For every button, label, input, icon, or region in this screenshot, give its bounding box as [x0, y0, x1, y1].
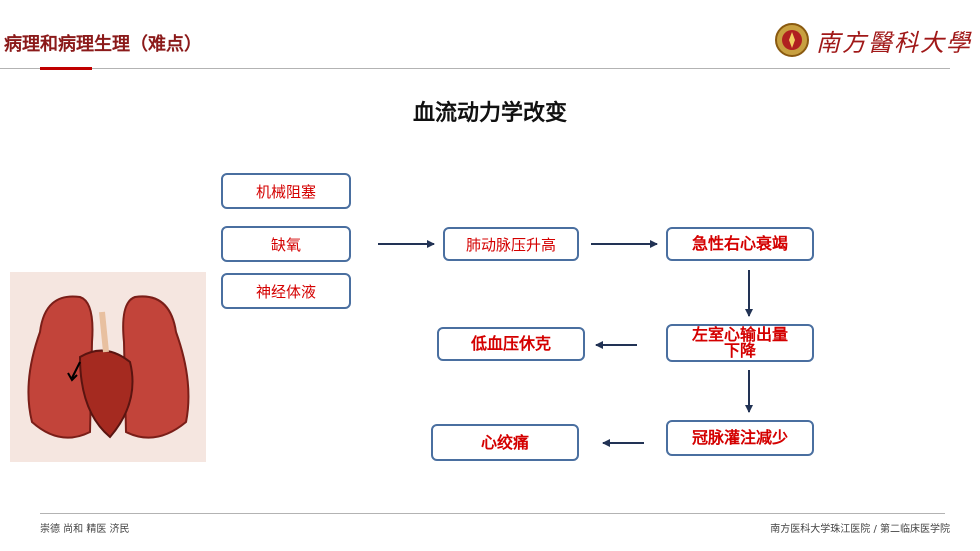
university-logo: 南方醫科大學 — [774, 22, 972, 58]
section-title: 病理和病理生理（难点） — [4, 34, 202, 55]
lung-heart-illustration — [10, 272, 206, 462]
footer-institution: 南方医科大学珠江医院 / 第二临床医学院 — [770, 524, 950, 535]
cause-neurohumoral: 神经体液 — [221, 273, 351, 309]
slide-title: 血流动力学改变 — [412, 101, 567, 126]
lv-output-line1: 左室心输出量 — [691, 325, 788, 344]
header-divider — [0, 68, 950, 69]
lv-output-decrease-box: 左室心输出量 下降 — [666, 324, 814, 362]
pulmonary-hypertension-box: 肺动脉压升高 — [443, 227, 579, 261]
coronary-perfusion-decrease-box: 冠脉灌注减少 — [666, 420, 814, 456]
university-emblem-icon — [775, 23, 809, 57]
cause-mechanical-obstruction: 机械阻塞 — [221, 173, 351, 209]
hypotension-shock-box: 低血压休克 — [437, 327, 585, 361]
acute-right-heart-failure-box: 急性右心衰竭 — [666, 227, 814, 261]
angina-box: 心绞痛 — [431, 424, 579, 461]
cause-hypoxia: 缺氧 — [221, 226, 351, 262]
footer-motto: 崇德 尚和 精医 济民 — [40, 524, 130, 535]
university-name: 南方醫科大學 — [816, 28, 972, 57]
footer-divider — [40, 513, 945, 514]
lv-output-line2: 下降 — [723, 341, 756, 360]
header-accent-bar — [40, 67, 92, 70]
